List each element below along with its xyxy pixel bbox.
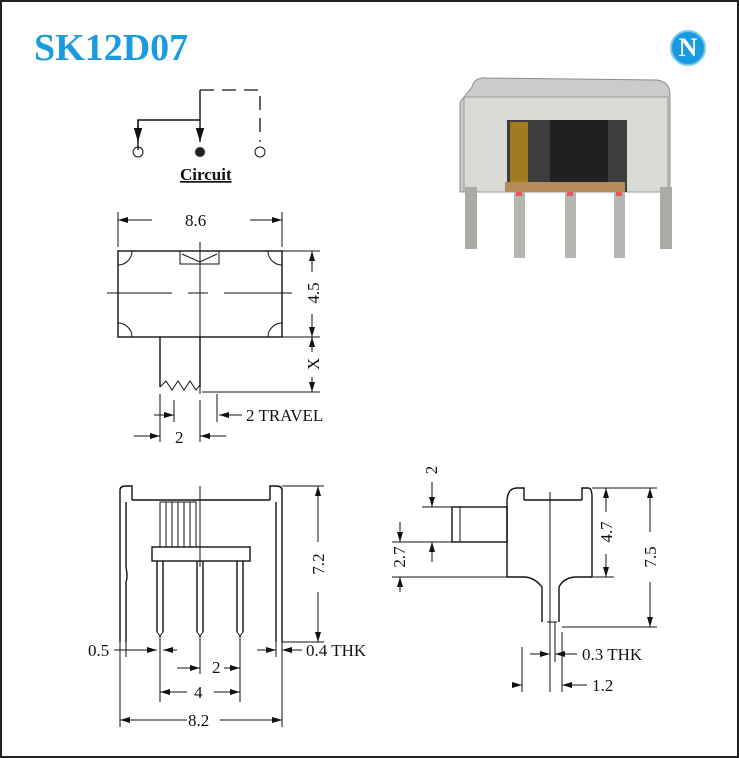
top-view-drawing: 8.6 4.5 X 2 TRAVEL 2 xyxy=(107,211,323,447)
dim-pin-offset: 1.2 xyxy=(592,676,613,695)
dim-front-height: 7.2 xyxy=(309,553,328,574)
side-view-drawing: 2 2.7 4.7 7.5 0.3 THK 1.2 xyxy=(390,466,660,695)
dim-body-height: 4.7 xyxy=(597,521,616,543)
part-number-title: SK12D07 xyxy=(34,27,189,69)
dim-actuator-width: 2 xyxy=(175,428,184,447)
dim-front-width: 8.2 xyxy=(188,711,209,730)
dim-width: 8.6 xyxy=(185,211,206,230)
terminal-open-icon xyxy=(254,146,266,158)
dim-total-height: 7.5 xyxy=(641,546,660,567)
front-view-drawing: 7.2 0.5 0.4 THK 2 4 8.2 xyxy=(88,485,367,730)
dim-actuator-offset: 2.7 xyxy=(390,546,409,568)
dim-pitch: 2 xyxy=(212,658,221,677)
dim-side-pin-thickness: 0.3 THK xyxy=(582,645,643,664)
dim-actuator-height: 2 xyxy=(422,466,441,475)
circuit-diagram: Circuit xyxy=(132,89,266,184)
dim-height: 4.5 xyxy=(304,282,323,303)
terminal-common-icon xyxy=(195,147,205,157)
circuit-label: Circuit xyxy=(180,165,232,184)
dim-pin-thickness: 0.4 THK xyxy=(306,641,367,660)
dim-pin-span: 4 xyxy=(194,683,203,702)
brand-logo: N xyxy=(670,30,706,66)
dim-pin-width: 0.5 xyxy=(88,641,109,660)
terminal-open-icon xyxy=(132,146,144,158)
dim-actuator-length: X xyxy=(304,358,323,370)
dim-travel: 2 TRAVEL xyxy=(246,406,323,425)
product-photo xyxy=(459,77,672,258)
